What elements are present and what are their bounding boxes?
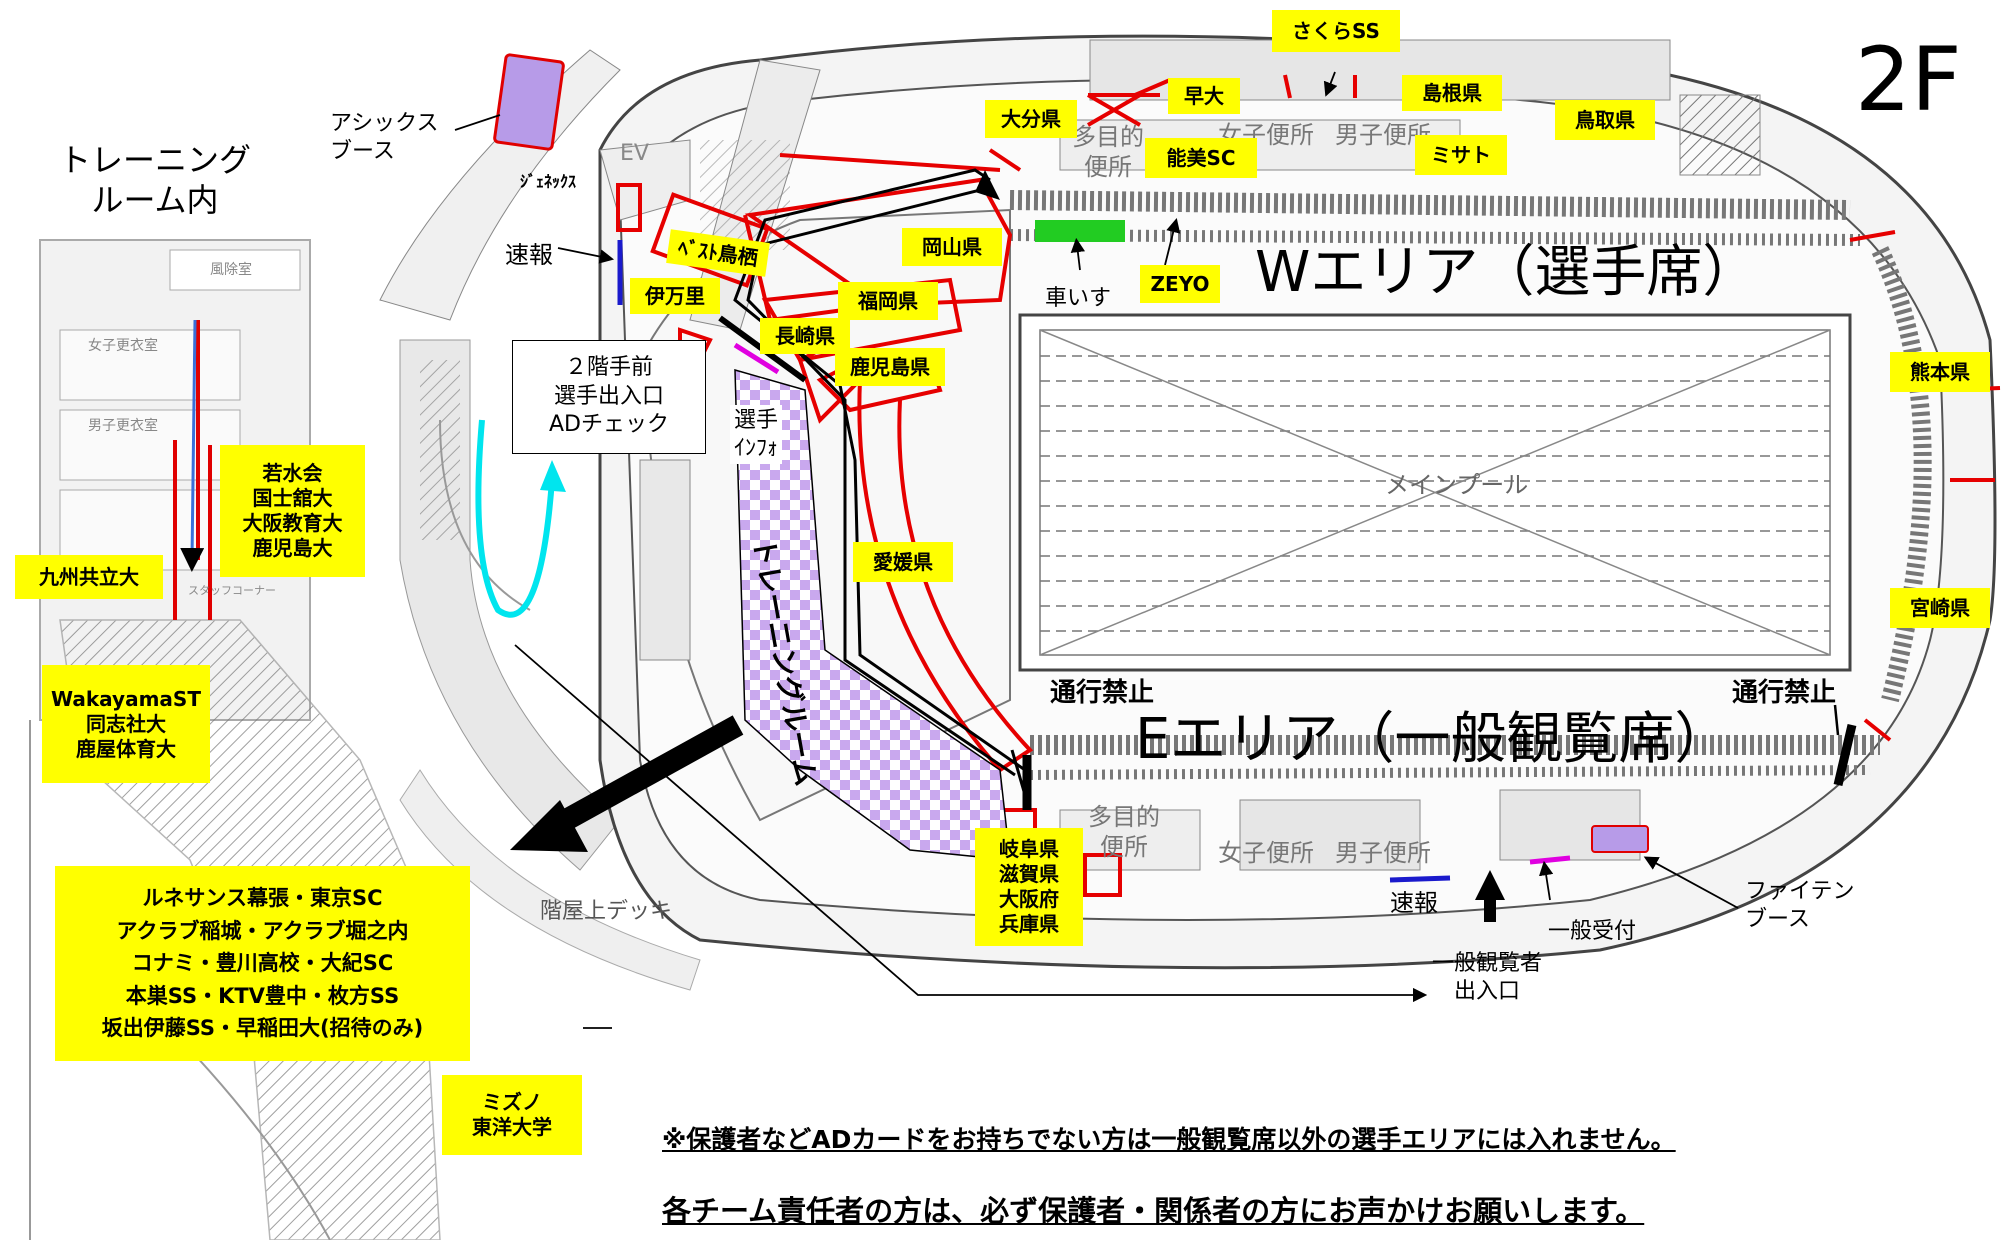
staff-corner-label: スタッフコーナー	[188, 584, 276, 597]
asics-booth-label: アシックス ブース	[330, 111, 439, 164]
team-label-shimane: 島根県	[1402, 75, 1502, 111]
big-direction-arrow	[542, 715, 744, 840]
wheelchair-label: 車いす	[1045, 286, 1112, 311]
e-area-title: Eエリア（一般観覧席）	[1135, 707, 1731, 772]
info-bar	[733, 342, 780, 375]
genex-label: ｼﾞｪﾈｯｸｽ	[520, 172, 577, 191]
pointer-lines	[454, 71, 1739, 1029]
phiten-booth-label: ファイテン ブース	[1745, 879, 1855, 932]
team-label-mizuno-group: ミズノ 東洋大学	[442, 1075, 582, 1155]
team-label-kumamoto: 熊本県	[1890, 352, 1990, 392]
team-label-kagoshima-pref: 鹿児島県	[835, 348, 945, 386]
ad-check-box: ２階手前 選手出入口 ADチェック	[512, 340, 706, 454]
team-label-ehime: 愛媛県	[853, 542, 953, 582]
team-label-sakura-ss: さくらSS	[1272, 10, 1400, 52]
general-reception-label: 一般受付	[1548, 919, 1637, 944]
team-label-wakayama-group: WakayamaST 同志社大 鹿屋体育大	[42, 665, 210, 783]
mens-locker-label: 男子更衣室	[88, 418, 158, 434]
womens-restroom-label: 女子便所	[1218, 839, 1314, 867]
asics-booth-marker	[493, 53, 565, 151]
mens-restroom-label: 男子便所	[1335, 839, 1431, 867]
notice-team-leaders: 各チーム責任者の方は、必ず保護者・関係者の方にお声かけお願いします。	[662, 1194, 1645, 1228]
team-label-misato: ミサト	[1415, 135, 1507, 175]
no-entry-label: 通行禁止	[1050, 678, 1155, 708]
wheelchair-area	[1035, 220, 1125, 242]
team-label-renaissance-group: ルネサンス幕張・東京SC アクラブ稲城・アクラブ堀之内 コナミ・豊川高校・大紀S…	[55, 866, 470, 1061]
womens-locker-label: 女子更衣室	[88, 338, 158, 354]
rooftop-deck	[379, 49, 701, 991]
report-bar	[1389, 875, 1451, 883]
team-label-nomi-sc: 能美SC	[1145, 138, 1257, 178]
sokuho-label: 速報	[1390, 889, 1438, 917]
team-label-gifu-group: 岐阜県 滋賀県 大阪府 兵庫県	[975, 828, 1083, 946]
main-pool-label: メインプール	[1385, 471, 1529, 499]
team-label-okayama: 岡山県	[902, 228, 1002, 266]
team-label-imari: 伊万里	[630, 278, 720, 314]
no-entry-label: 通行禁止	[1732, 678, 1837, 708]
rooftop-deck-label: 階屋上デッキ	[540, 899, 673, 924]
no-entry-barriers	[1010, 704, 1857, 810]
general-entrance-label: 一般観覧者 出入口	[1432, 951, 1543, 1004]
main-pool	[1018, 313, 1852, 672]
team-label-wase: 早大	[1168, 78, 1240, 114]
sokuho-label: 速報	[505, 241, 553, 269]
phiten-booth-marker	[1591, 825, 1649, 853]
notice-ad-card: ※保護者などADカードをお持ちでない方は一般観覧席以外の選手エリアには入れません…	[662, 1125, 1676, 1154]
floor-label: 2F	[1855, 28, 1962, 131]
team-label-fukuoka: 福岡県	[838, 282, 938, 320]
team-label-tottori: 鳥取県	[1555, 100, 1655, 140]
team-label-oita: 大分県	[985, 100, 1077, 138]
team-label-wakamizu-group: 若水会 国士舘大 大阪教育大 鹿児島大	[220, 445, 365, 577]
ev-label: EV	[620, 141, 649, 166]
w-area-title: Wエリア（選手席）	[1255, 240, 1759, 305]
training-room-inside-title: トレーニング ルーム内	[58, 141, 251, 219]
team-label-miyazaki: 宮崎県	[1890, 588, 1990, 628]
player-info-label: 選手 ｲﾝﾌｫ	[730, 405, 783, 464]
cyan-route-arrow	[475, 419, 555, 618]
multipurpose-restroom-label: 多目的 便所	[1088, 803, 1160, 861]
windbreak-room-label: 風除室	[210, 262, 252, 278]
team-label-kyushu-kyoritsu: 九州共立大	[15, 555, 163, 599]
multipurpose-restroom-label: 多目的 便所	[1072, 123, 1144, 181]
team-label-zeyo: ZEYO	[1140, 265, 1220, 303]
info-bar	[1529, 855, 1571, 865]
